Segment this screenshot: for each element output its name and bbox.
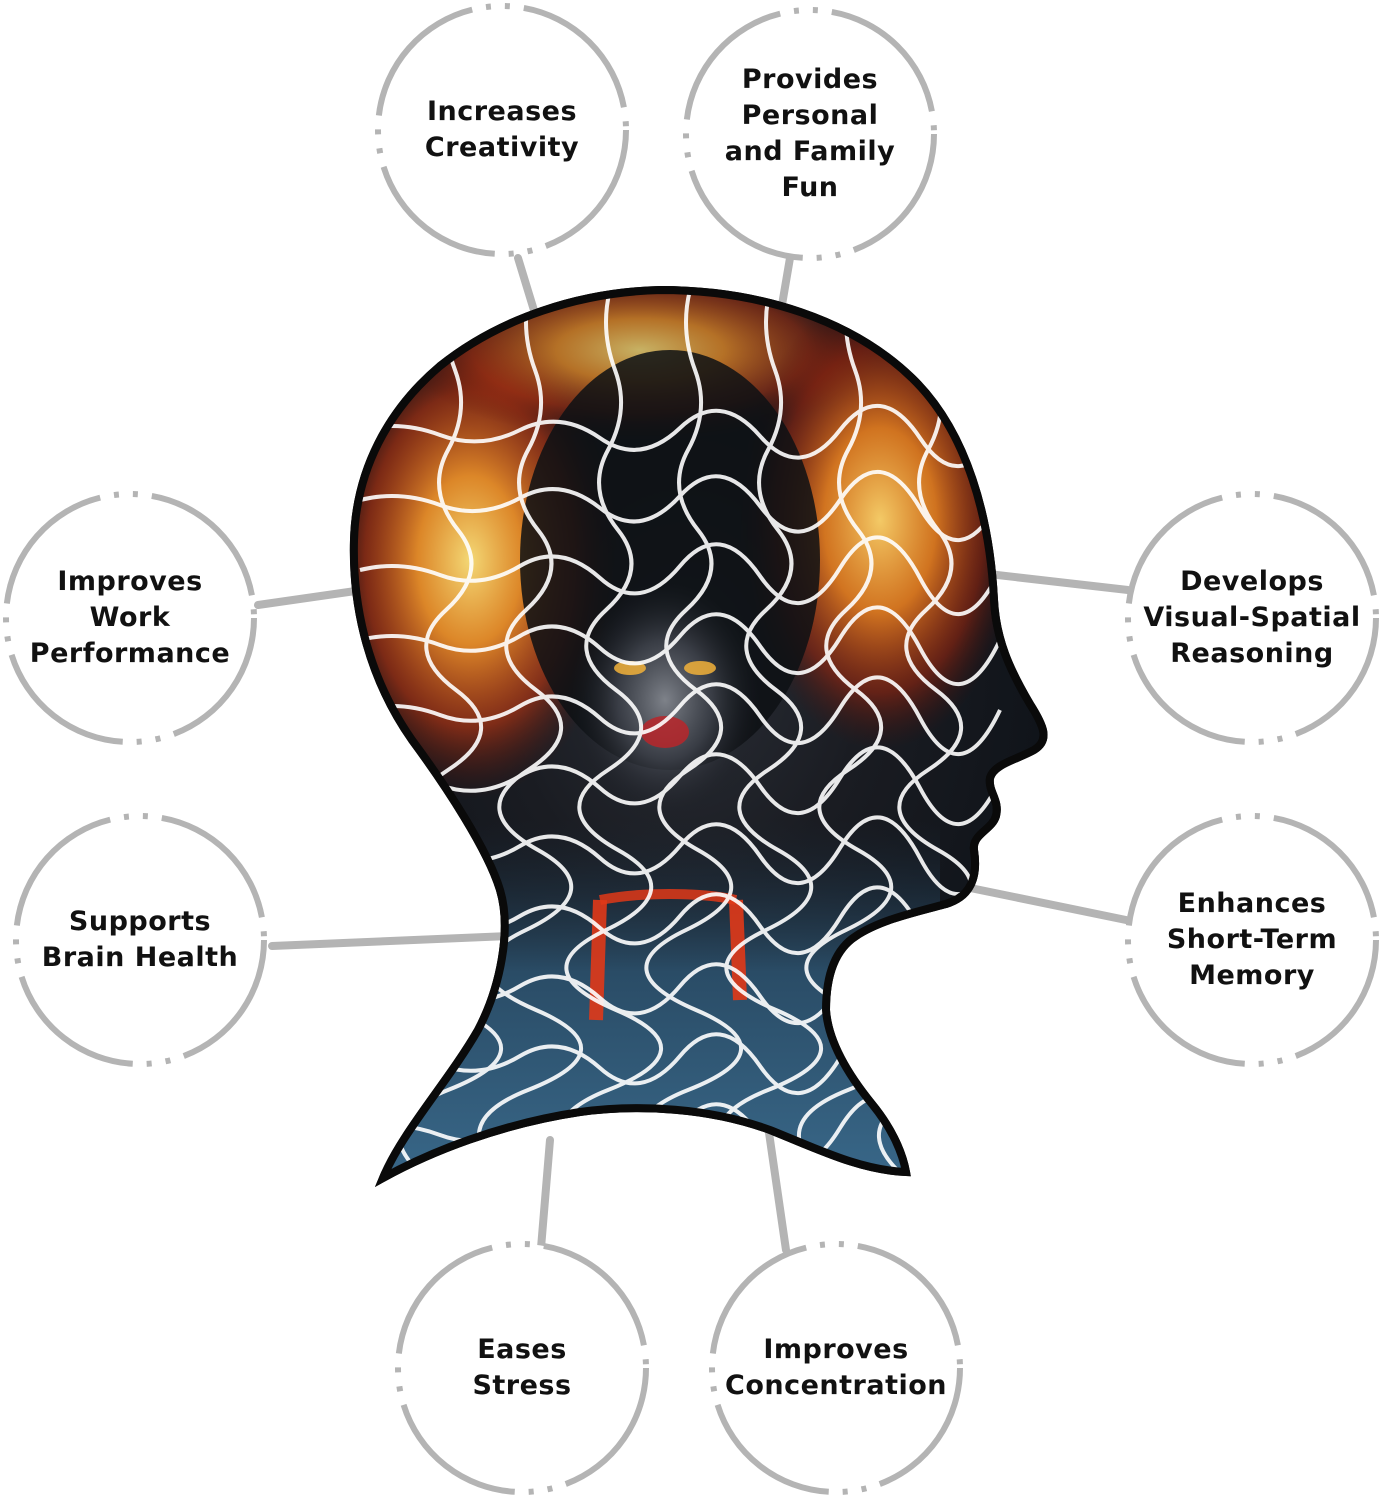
circle-increases-creativity — [375, 3, 629, 257]
benefit-label-enhances-short-term-memory: Enhances Short-Term Memory — [1142, 830, 1362, 1050]
connector-lines — [254, 254, 1132, 1264]
circle-provides-fun — [683, 7, 937, 261]
benefit-label-supports-brain-health: Supports Brain Health — [30, 830, 250, 1050]
benefit-line: Develops — [1180, 566, 1324, 597]
benefit-line: Supports — [68, 906, 212, 937]
benefit-line: Concentration — [725, 1370, 947, 1401]
benefit-line: Increases — [426, 96, 578, 127]
benefit-label-increases-creativity: Increases Creativity — [392, 20, 612, 240]
benefit-line: Stress — [472, 1370, 572, 1401]
benefit-line: Work — [89, 602, 171, 633]
benefit-line: Improves — [57, 566, 203, 597]
circle-short-term-memory — [1125, 813, 1379, 1067]
circle-brain-health — [13, 813, 267, 1067]
benefit-line: Brain Health — [41, 942, 239, 973]
benefit-line: and Family — [724, 136, 896, 167]
benefit-line: Visual-Spatial — [1143, 602, 1361, 633]
benefit-line: Provides — [741, 64, 879, 95]
connector-concentration — [762, 1108, 790, 1254]
benefit-label-improves-concentration: Improves Concentration — [716, 1258, 956, 1478]
benefit-line: Eases — [477, 1334, 567, 1365]
connector-brain-health — [268, 932, 514, 950]
connector-eases-stress — [536, 1136, 554, 1264]
circle-eases-stress — [395, 1241, 649, 1495]
circle-concentration — [709, 1241, 963, 1495]
benefit-line: Enhances — [1177, 888, 1327, 919]
benefit-line: Performance — [29, 638, 231, 669]
clown-face — [570, 580, 760, 820]
benefit-line: Reasoning — [1170, 638, 1334, 669]
benefit-line: Creativity — [424, 132, 580, 163]
benefit-line: Fun — [781, 172, 839, 203]
circle-work-performance — [3, 491, 257, 745]
benefit-line: Short-Term — [1166, 924, 1338, 955]
circle-visual-spatial — [1125, 491, 1379, 745]
benefit-label-provides-personal-family-fun: Provides Personal and Family Fun — [700, 24, 920, 244]
benefit-line: Memory — [1189, 960, 1315, 991]
puzzle-lines — [359, 290, 1002, 1178]
benefit-label-eases-stress: Eases Stress — [412, 1258, 632, 1478]
benefit-line: Personal — [741, 100, 879, 131]
benefit-label-improves-work-performance: Improves Work Performance — [20, 508, 240, 728]
benefit-circles — [3, 3, 1379, 1495]
puzzle-head-artwork — [349, 285, 1048, 1188]
benefit-label-develops-visual-spatial-reasoning: Develops Visual-Spatial Reasoning — [1132, 508, 1372, 728]
benefit-line: Improves — [763, 1334, 909, 1365]
